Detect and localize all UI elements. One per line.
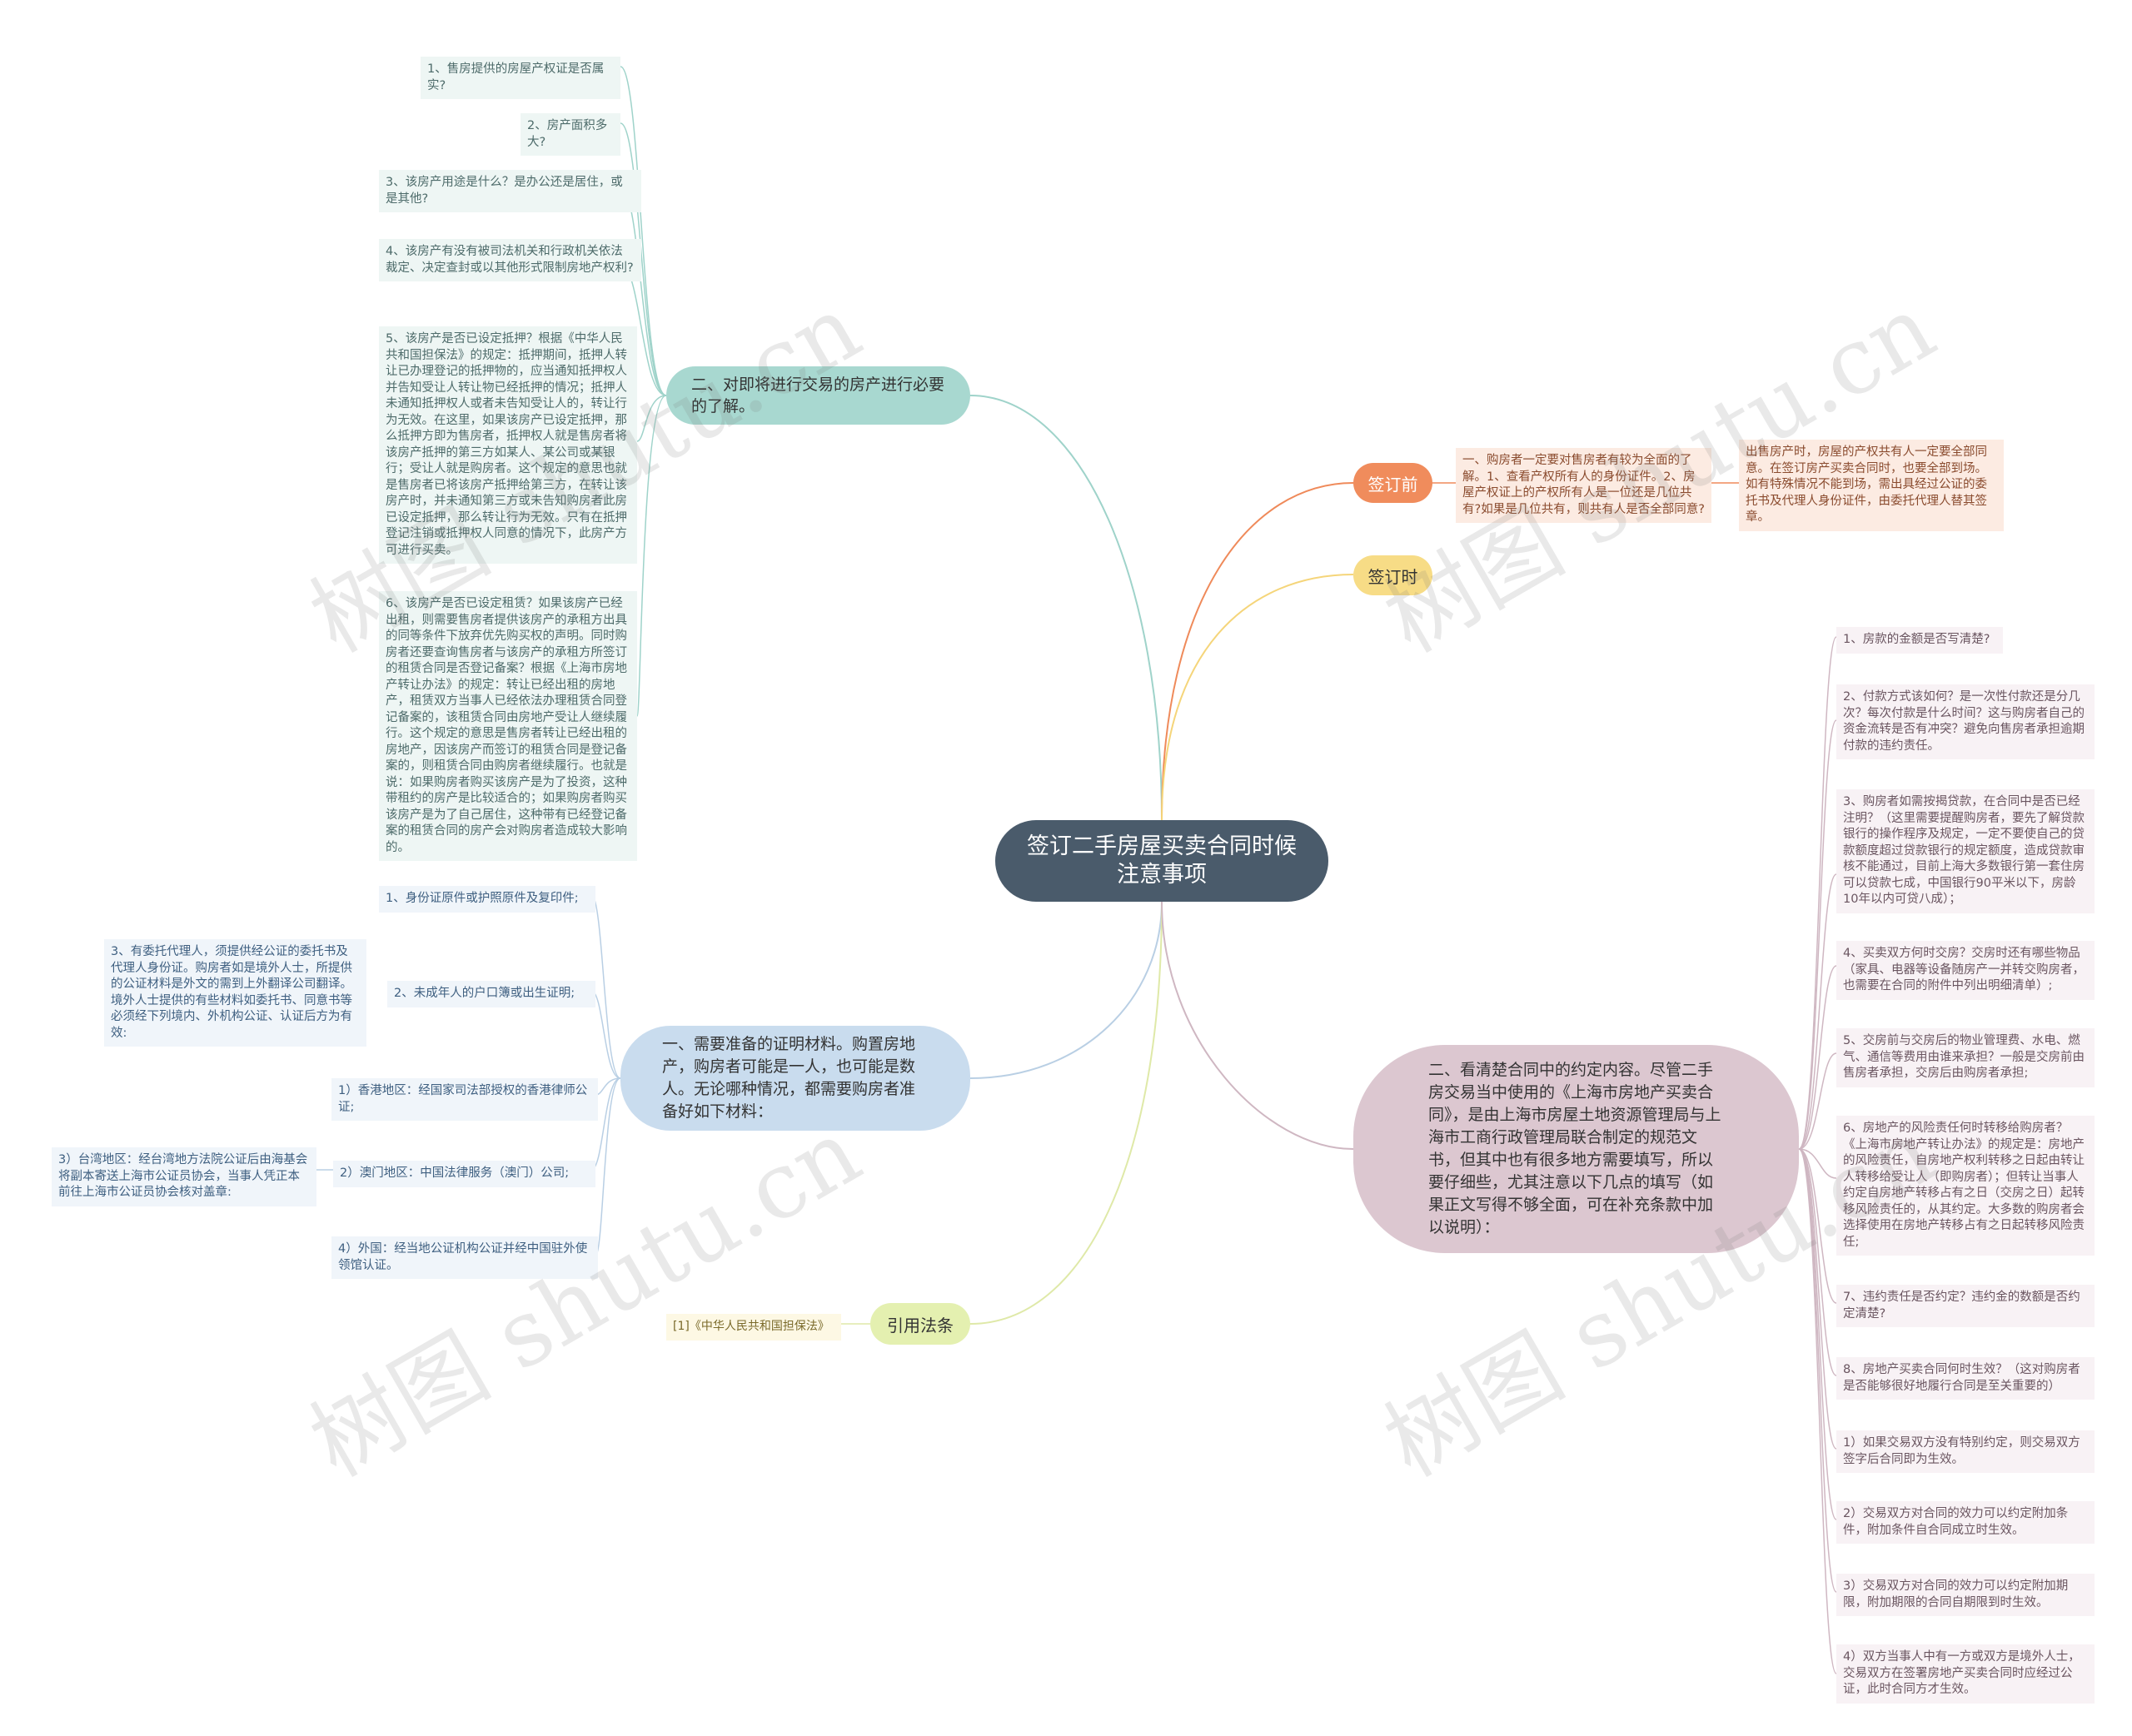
link-root-b1 (969, 395, 1163, 821)
branch-cited-law[interactable]: 引用法条 (870, 1303, 970, 1345)
branch-during-signing[interactable]: 签订时 (1353, 555, 1432, 595)
leaf-b1-6[interactable]: 6、该房产是否已设定租赁？如果该房产已经出租，则需要售房者提供该房产的承租方出具… (379, 591, 637, 861)
branch-label: 签订时 (1367, 566, 1418, 587)
leaf-b4-1[interactable]: 一、购房者一定要对售房者有较为全面的了解。1、查看产权所有人的身份证件。2、房屋… (1456, 448, 1711, 523)
link-root-b4 (1161, 482, 1354, 821)
branch-label: 签订前 (1367, 474, 1418, 495)
branch-documents[interactable]: 一、需要准备的证明材料。购置房地产，购房者可能是一人，也可能是数人。无论哪种情况… (620, 1026, 970, 1131)
leaf-b6-11[interactable]: 3）交易双方对合同的效力可以约定附加期限，附加期限的合同自期限到时生效。 (1836, 1574, 2095, 1616)
leaf-b1-2[interactable]: 2、房产面积多大? (521, 113, 620, 156)
leaf-b2-4[interactable]: 1）香港地区：经国家司法部授权的香港律师公证; (331, 1078, 598, 1121)
leaf-b6-12[interactable]: 4）双方当事人中有一方或双方是境外人士，交易双方在签署房地产买卖合同时应经过公证… (1836, 1644, 2095, 1704)
leaf-b2-1[interactable]: 1、身份证原件或护照原件及复印件; (379, 886, 595, 913)
leaf-b6-4[interactable]: 4、买卖双方何时交房？交房时还有哪些物品（家具、电器等设备随房产一并转交购房者，… (1836, 941, 2095, 1000)
link-root-b6 (1161, 901, 1354, 1150)
leaf-b2-6[interactable]: 3）台湾地区：经台湾地方法院公证后由海基会将副本寄送上海市公证员协会，当事人凭正… (52, 1147, 316, 1206)
leaf-b6-5[interactable]: 5、交房前与交房后的物业管理费、水电、燃气、通信等费用由谁来承担？一般是交房前由… (1836, 1028, 2095, 1087)
leaf-b1-4[interactable]: 4、该房产有没有被司法机关和行政机关依法裁定、决定查封或以其他形式限制房地产权利… (379, 239, 641, 281)
leaf-b1-1[interactable]: 1、售房提供的房屋产权证是否属实? (421, 57, 620, 99)
branch-label: 二、看清楚合同中的约定内容。尽管二手房交易当中使用的《上海市房地产买卖合同》，是… (1428, 1061, 1721, 1236)
branch-contract-terms[interactable]: 二、看清楚合同中的约定内容。尽管二手房交易当中使用的《上海市房地产买卖合同》，是… (1353, 1045, 1799, 1253)
branch-property-check[interactable]: 二、对即将进行交易的房产进行必要的了解。 (666, 366, 970, 425)
leaf-b6-10[interactable]: 2）交易双方对合同的效力可以约定附加条件，附加条件自合同成立时生效。 (1836, 1501, 2095, 1544)
root-title: 签订二手房屋买卖合同时候注意事项 (1027, 833, 1297, 888)
branch-label: 引用法条 (887, 1315, 954, 1336)
leaf-b6-1[interactable]: 1、房款的金额是否写清楚? (1836, 627, 2003, 654)
leaf-b1-3[interactable]: 3、该房产用途是什么？是办公还是居住，或是其他? (379, 170, 641, 212)
link-root-b3 (969, 901, 1163, 1325)
leaf-b2-2[interactable]: 2、未成年人的户口簿或出生证明; (387, 981, 595, 1007)
leaf-b6-3[interactable]: 3、购房者如需按揭贷款，在合同中是否已经注明？（这里需要提醒购房者，要先了解贷款… (1836, 789, 2095, 913)
root-node[interactable]: 签订二手房屋买卖合同时候注意事项 (995, 820, 1328, 902)
leaf-b6-7[interactable]: 7、违约责任是否约定？违约金的数额是否约定清楚? (1836, 1285, 2095, 1327)
leaf-b2-7[interactable]: 4）外国：经当地公证机构公证并经中国驻外使领馆认证。 (331, 1236, 598, 1279)
branch-label: 二、对即将进行交易的房产进行必要的了解。 (691, 376, 945, 415)
branch-before-signing[interactable]: 签订前 (1353, 463, 1432, 503)
leaf-b6-6[interactable]: 6、房地产的风险责任何时转移给购房者？《上海市房地产转让办法》的规定是：房地产的… (1836, 1116, 2095, 1256)
leaf-b6-9[interactable]: 1）如果交易双方没有特别约定，则交易双方签字后合同即为生效。 (1836, 1430, 2095, 1473)
leaf-b4-2[interactable]: 出售房产时，房屋的产权共有人一定要全部同意。在签订房产买卖合同时，也要全部到场。… (1739, 440, 2004, 531)
leaf-b3-1[interactable]: [1]《中华人民共和国担保法》 (666, 1314, 841, 1341)
branch-label: 一、需要准备的证明材料。购置房地产，购房者可能是一人，也可能是数人。无论哪种情况… (662, 1035, 916, 1121)
leaf-b1-5[interactable]: 5、该房产是否已设定抵押？根据《中华人民共和国担保法》的规定：抵押期间，抵押人转… (379, 326, 637, 564)
leaf-b2-3[interactable]: 3、有委托代理人，须提供经公证的委托书及代理人身份证。购房者如是境外人士，所提供… (104, 939, 366, 1047)
leaf-b2-5[interactable]: 2）澳门地区：中国法律服务（澳门）公司; (333, 1161, 595, 1187)
link-root-b2 (969, 901, 1163, 1079)
leaf-b6-2[interactable]: 2、付款方式该如何？是一次性付款还是分几次？每次付款是什么时间？这与购房者自己的… (1836, 684, 2095, 759)
leaf-b6-8[interactable]: 8、房地产买卖合同何时生效？（这对购房者是否能够很好地履行合同是至关重要的） (1836, 1357, 2095, 1400)
link-root-b5 (1161, 574, 1354, 821)
